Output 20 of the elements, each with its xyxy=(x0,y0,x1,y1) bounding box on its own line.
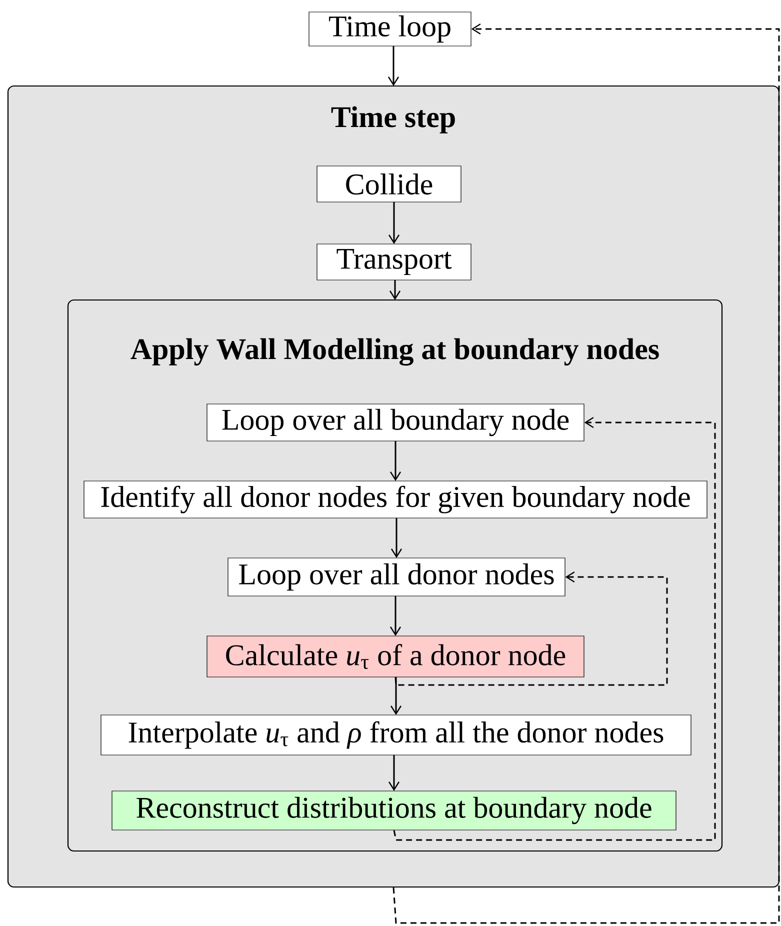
arrow xyxy=(391,518,402,558)
loop-back-arrow xyxy=(392,24,780,924)
process-box: Identify all donor nodes for given boundary node xyxy=(84,480,708,518)
arrow xyxy=(388,202,400,244)
arrow xyxy=(389,280,400,300)
process-box: Loop over all boundary node xyxy=(206,404,584,442)
process-box: Interpolate u$_{τ}$ and ρ from all the donor nodes xyxy=(100,714,692,756)
arrow xyxy=(390,596,401,636)
arrow xyxy=(388,755,400,791)
arrow xyxy=(390,677,402,715)
arrow xyxy=(390,441,401,481)
process-box: Loop over all donor nodes xyxy=(228,558,566,596)
process-box: Collide xyxy=(316,166,462,202)
process-box: Transport xyxy=(316,244,472,280)
process-box: Time loop xyxy=(308,12,472,46)
process-box: Calculate u$_{τ}$ of a donor node xyxy=(206,636,584,678)
loop-back-arrow xyxy=(394,572,668,686)
process-box: Reconstruct distributions at boundary node xyxy=(112,790,676,830)
loop-back-arrow xyxy=(393,417,716,841)
arrow xyxy=(388,46,399,86)
